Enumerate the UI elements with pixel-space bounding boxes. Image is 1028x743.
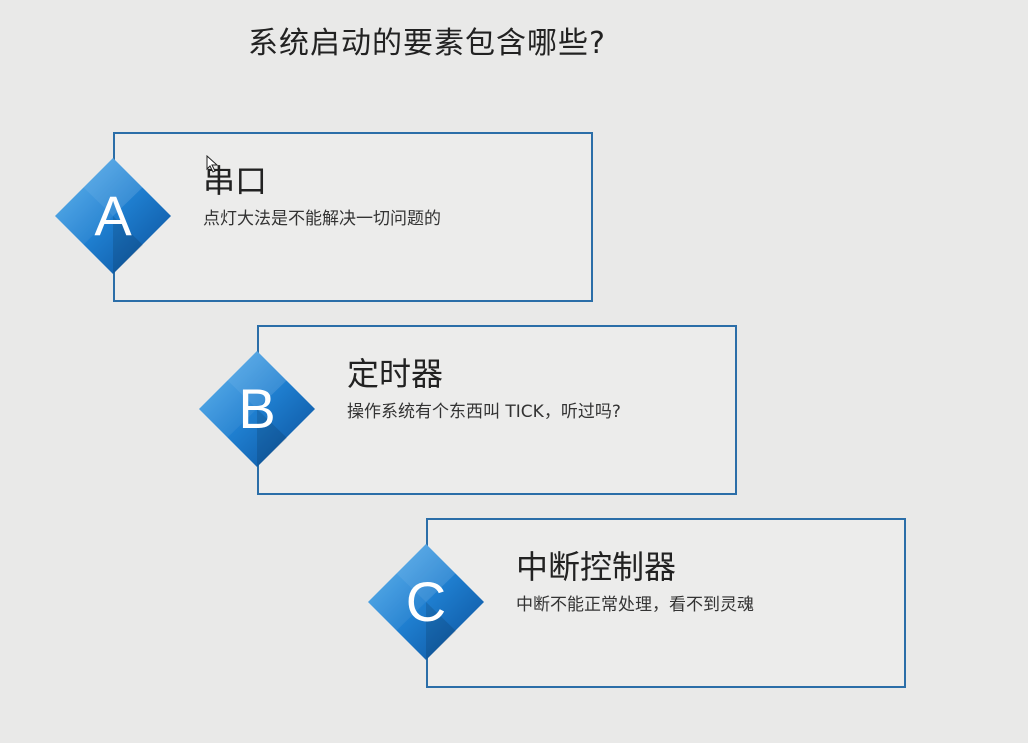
- item-card-a: 串口 点灯大法是不能解决一切问题的: [113, 132, 593, 302]
- diamond-shape: [55, 158, 171, 274]
- item-description: 中断不能正常处理，看不到灵魂: [516, 595, 754, 615]
- diamond-badge-c: C: [366, 542, 486, 662]
- slide-title: 系统启动的要素包含哪些?: [248, 26, 606, 61]
- diamond-letter: C: [405, 570, 447, 633]
- diamond-shape: [199, 351, 315, 467]
- item-heading: 定时器: [347, 355, 444, 393]
- diamond-letter: A: [94, 184, 132, 247]
- item-description: 操作系统有个东西叫 TICK，听过吗?: [347, 402, 621, 422]
- item-card-c: 中断控制器 中断不能正常处理，看不到灵魂: [426, 518, 906, 688]
- mouse-pointer-icon: [206, 154, 219, 177]
- diamond-badge-b: B: [197, 349, 317, 469]
- item-heading: 中断控制器: [516, 548, 677, 586]
- item-card-b: 定时器 操作系统有个东西叫 TICK，听过吗?: [257, 325, 737, 495]
- diamond-shape: [368, 544, 484, 660]
- diamond-letter: B: [238, 377, 276, 440]
- diamond-badge-a: A: [53, 156, 173, 276]
- item-description: 点灯大法是不能解决一切问题的: [203, 209, 441, 229]
